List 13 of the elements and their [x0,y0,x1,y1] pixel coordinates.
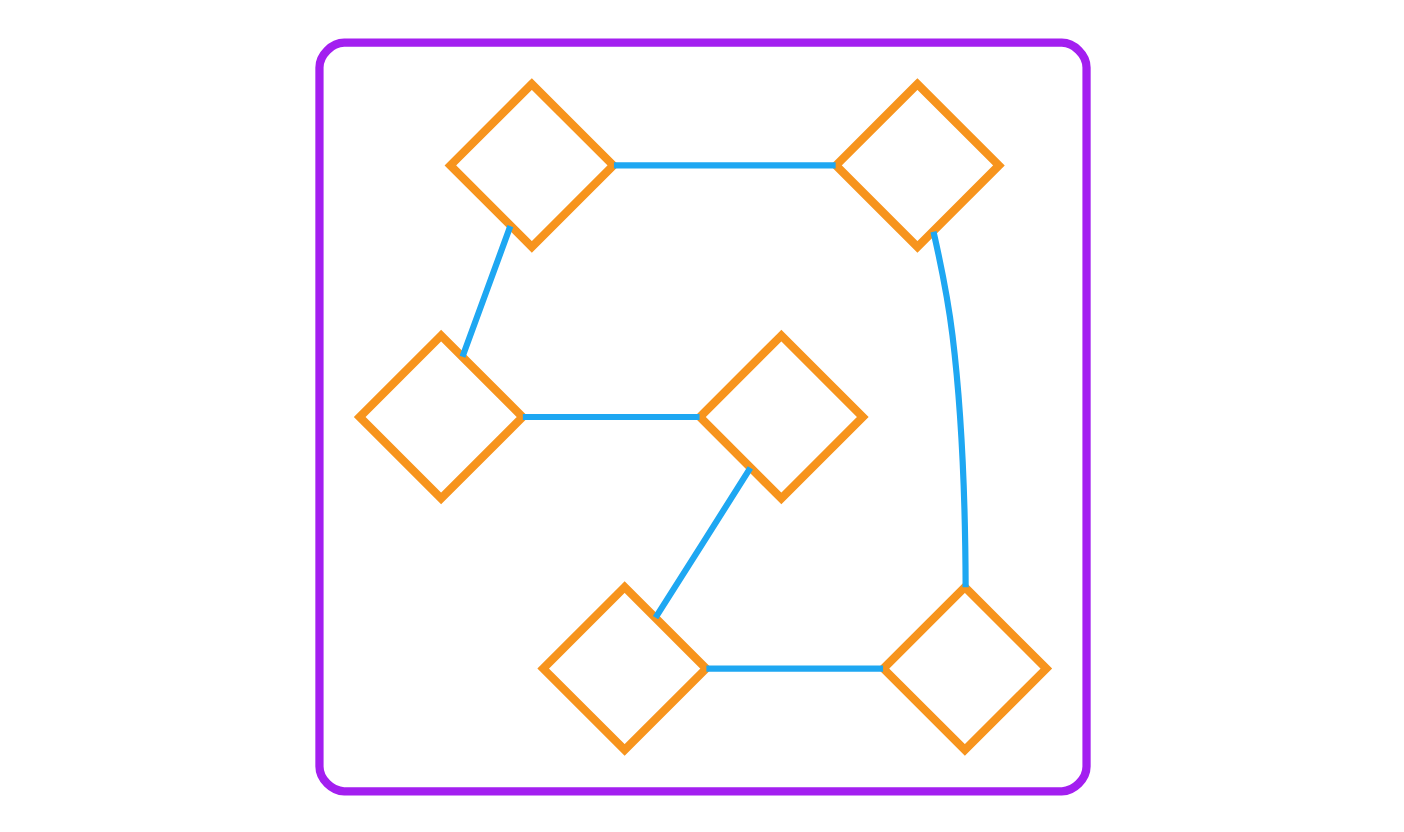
node-diamond [443,77,619,252]
connector [612,161,835,168]
connector [521,412,699,420]
node-diamond [693,328,868,504]
connector [651,465,752,619]
node-diamond [536,580,711,755]
cluster [314,37,1090,795]
connector [929,230,968,587]
node-diamond [876,580,1052,755]
connector [458,224,513,357]
connector [705,664,883,671]
node-diamond [829,77,1004,252]
node-diamond [352,328,528,504]
